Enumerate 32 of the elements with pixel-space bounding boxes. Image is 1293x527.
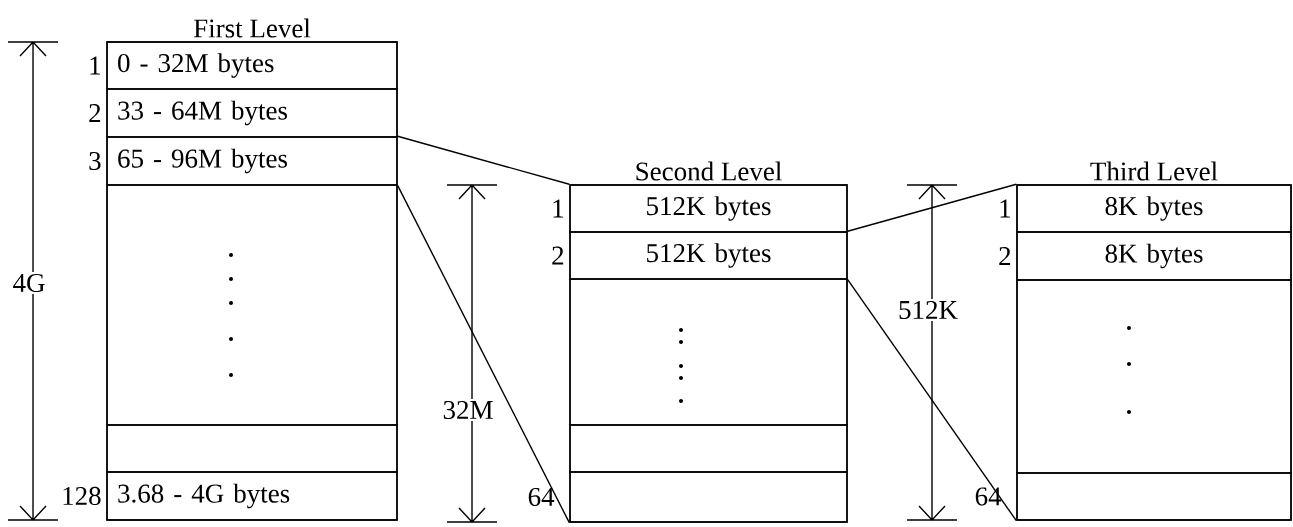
table-row: 8K bytes bbox=[1016, 231, 1292, 281]
table-row: 65 - 96M bytes bbox=[106, 136, 398, 186]
node-label: Third Level bbox=[1090, 161, 1218, 181]
zoom-line bbox=[397, 135, 570, 185]
dimension-label: 32M bbox=[440, 398, 496, 422]
table-row bbox=[106, 184, 398, 426]
zoom-line bbox=[847, 183, 1017, 232]
table-row bbox=[569, 278, 848, 426]
row-number: 2 bbox=[999, 247, 1011, 265]
row-number: 2 bbox=[89, 104, 101, 122]
table-row: 512K bytes bbox=[569, 231, 848, 280]
row-number: 1 bbox=[1000, 199, 1010, 218]
row-number: 2 bbox=[552, 246, 564, 265]
table-row bbox=[1016, 279, 1292, 474]
table-row: 33 - 64M bytes bbox=[106, 88, 398, 138]
zoom-line bbox=[397, 185, 570, 524]
dimension-label: 512K bbox=[896, 298, 960, 322]
zoom-line bbox=[847, 279, 1017, 522]
table-row: 8K bytes bbox=[1016, 184, 1292, 233]
table-row bbox=[569, 424, 848, 473]
table-row: 512K bytes bbox=[569, 184, 848, 233]
row-number: 1 bbox=[90, 56, 100, 75]
row-number: 128 bbox=[63, 486, 101, 506]
node-label: First Level bbox=[193, 18, 311, 38]
dimension-label: 4G bbox=[10, 271, 48, 295]
table-row bbox=[106, 424, 398, 473]
table-row: 0 - 32M bytes bbox=[106, 41, 398, 90]
row-number: 3 bbox=[89, 151, 101, 171]
row-number: 1 bbox=[553, 199, 563, 218]
node-label: Second Level bbox=[636, 161, 782, 181]
table-row: 3.68 - 4G bytes bbox=[106, 471, 398, 521]
row-number: 64 bbox=[528, 487, 555, 507]
